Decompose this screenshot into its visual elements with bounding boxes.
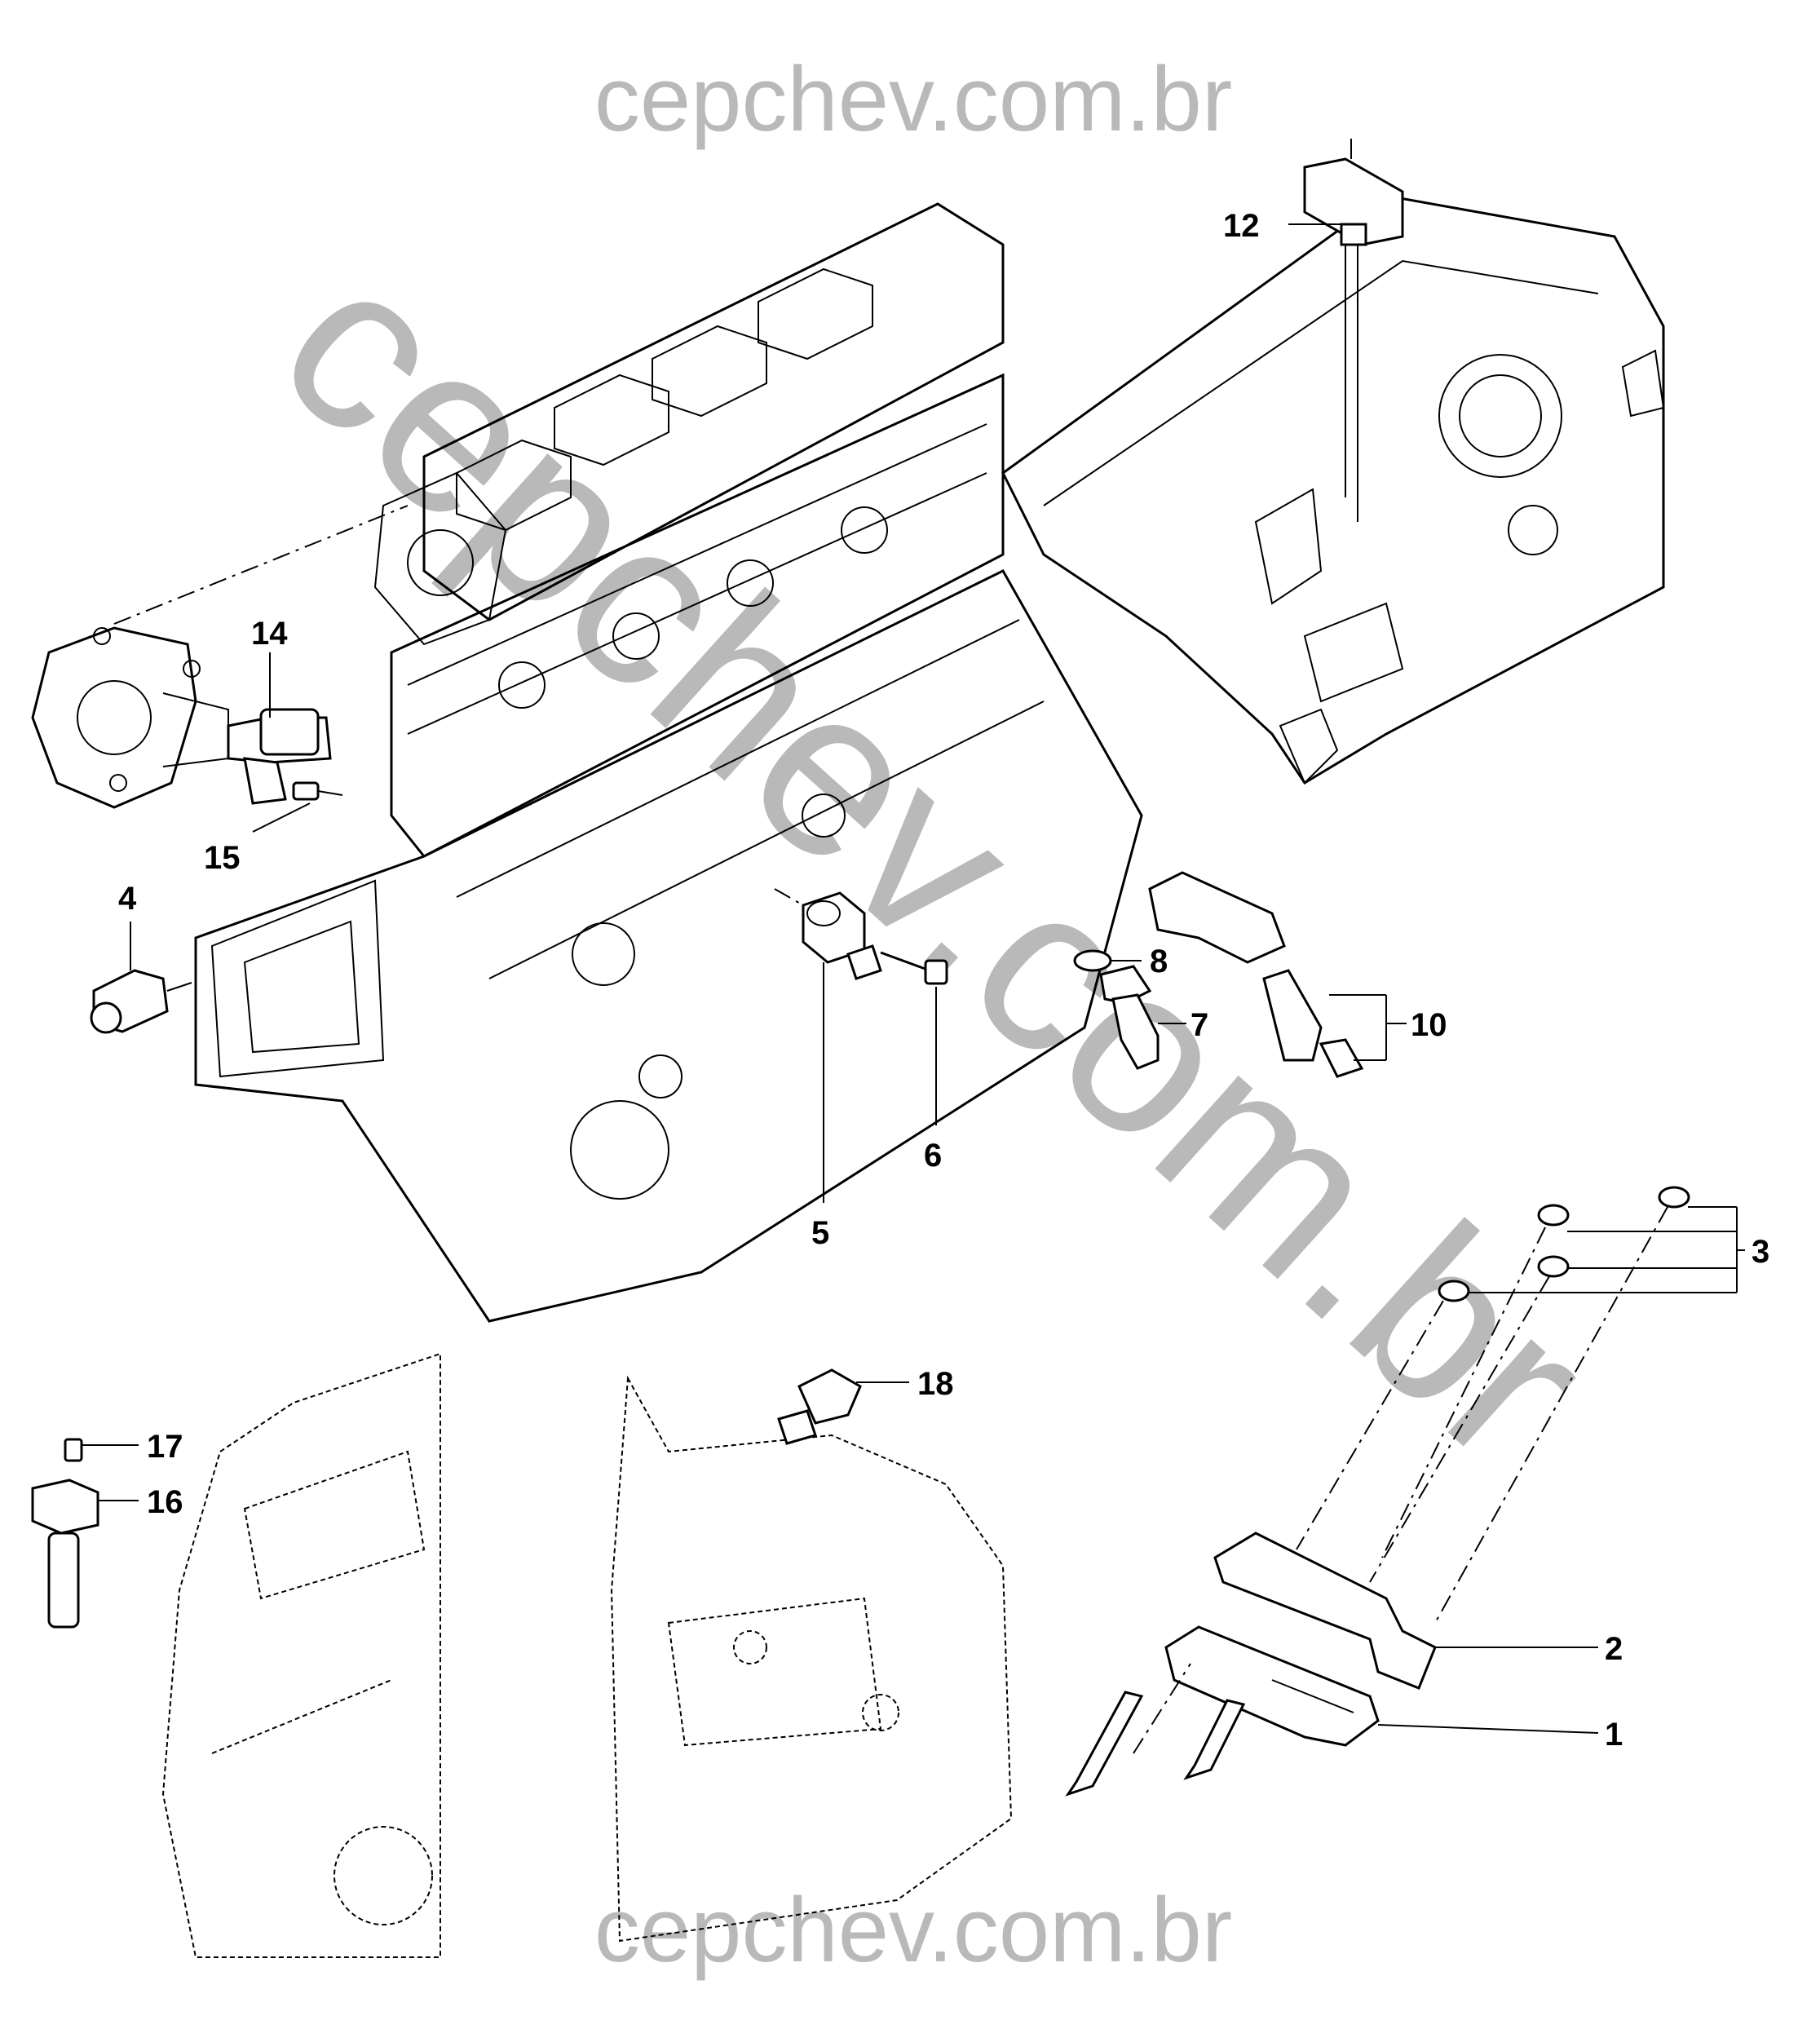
callout-18: 18 [917,1366,954,1402]
intake-manifold [1001,194,1665,785]
bracket-part-2 [1213,1532,1598,1690]
transmission-left [161,1352,441,1958]
callout-7: 7 [1191,1007,1208,1043]
knock-sensor-part-5 [774,888,882,1203]
nuts-part-3 [1296,1186,1745,1624]
callout-15: 15 [204,840,241,876]
callout-16: 16 [147,1484,183,1520]
callout-12: 12 [1223,208,1260,244]
callout-1: 1 [1605,1717,1623,1753]
bolt-part-6 [880,951,948,1125]
engine-block-assembly [194,202,1143,1323]
transmission-center [610,1375,1013,1943]
sensor-part-4 [90,922,192,1034]
watermark-bottom: cepchev.com.br [594,1879,1232,1981]
ignition-coil-part-1 [1065,1625,1599,1797]
oil-pressure-switch-part-7 [1099,965,1186,1070]
callout-2: 2 [1605,1631,1623,1667]
callout-8: 8 [1150,944,1168,979]
callout-14: 14 [251,616,288,652]
speed-sensor-part-16 [31,1438,139,1629]
callout-10: 10 [1411,1007,1447,1043]
reverse-switch-part-18 [777,1368,909,1445]
callout-3: 3 [1752,1234,1769,1270]
vacuum-pump [31,505,409,809]
callout-6: 6 [924,1138,942,1174]
callout-5: 5 [811,1215,829,1251]
callout-17: 17 [147,1429,183,1465]
seal-ring-part-8 [1073,949,1142,972]
temp-sender-part-10 [1148,871,1407,1078]
map-sensor-part-12 [1288,139,1404,522]
bolt-part-15 [252,781,343,833]
watermark-top: cepchev.com.br [594,48,1232,150]
callout-4: 4 [118,881,137,917]
cam-sensor-part-14 [227,652,332,805]
